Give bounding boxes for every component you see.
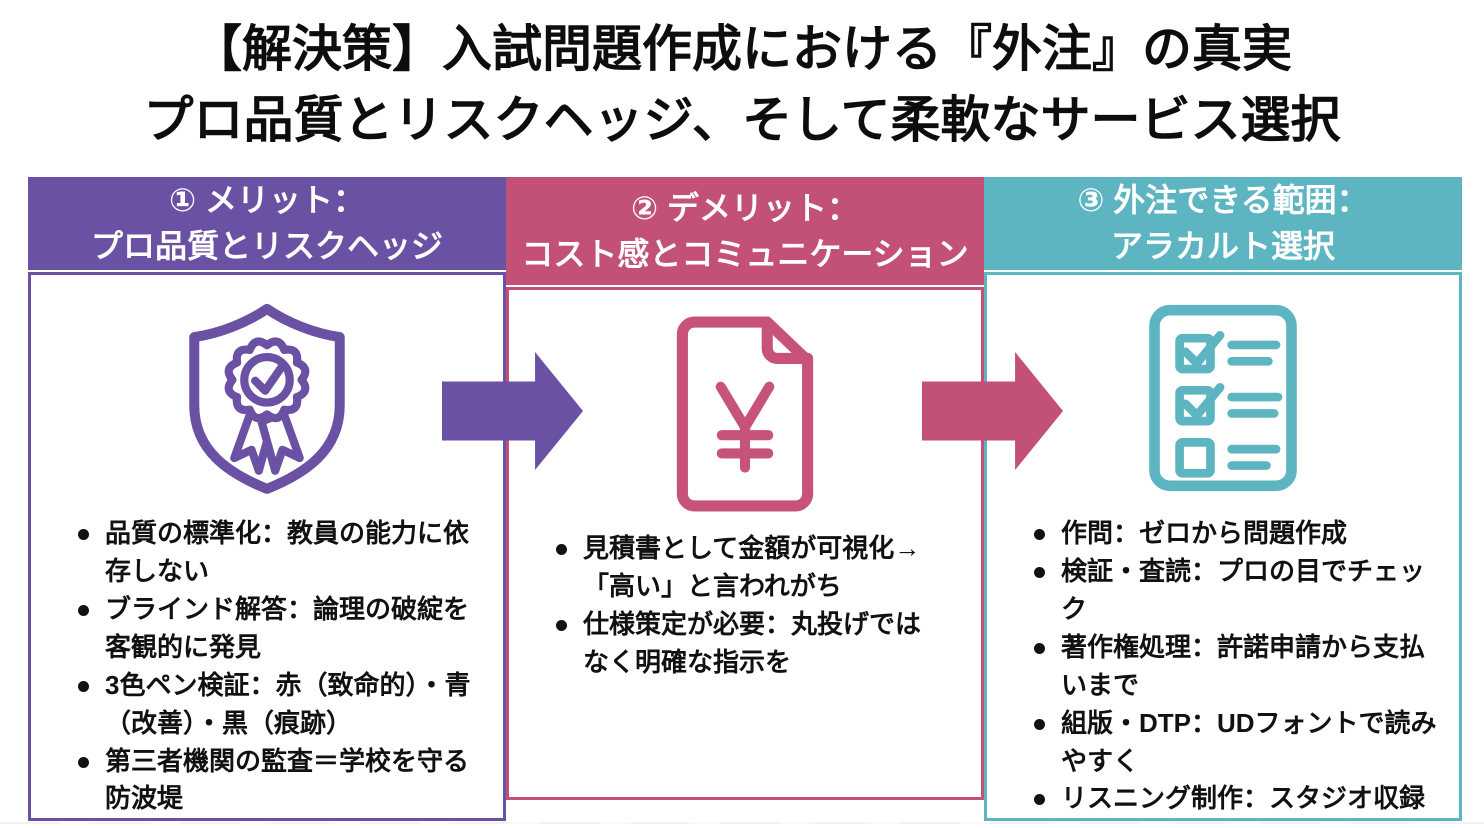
page-title-line1: 【解決策】入試問題作成における『外注』の真実 [192,21,1292,77]
panel-demerit: ② デメリット： コスト感とコミュニケーション [506,177,984,800]
yen-document-icon [509,310,981,516]
bullet-item: 著作権処理：許諾申請から支払 いまで [1031,629,1447,705]
panel-merit-body: 品質の標準化：教員の能力に依 存しないブラインド解答：論理の破綻を 客観的に発見… [28,271,506,822]
demerit-bullet-list: 見積書として金額が可視化→ 「高い」と言われがち仕様策定が必要：丸投げでは なく… [553,530,969,682]
panel-scope-body: 作問：ゼロから問題作成検証・査読：プロの目でチェック著作権処理：許諾申請から支払… [984,271,1462,822]
bullet-item: 見積書として金額が可視化→ 「高い」と言われがち [553,530,969,606]
panel-demerit-body: 見積書として金額が可視化→ 「高い」と言われがち仕様策定が必要：丸投げでは なく… [506,287,984,800]
panel-demerit-header: ② デメリット： コスト感とコミュニケーション [506,177,984,285]
panel-merit: ① メリット： プロ品質とリスクヘッジ 品質の標準化：教員の能 [28,177,506,822]
scope-bullet-list: 作問：ゼロから問題作成検証・査読：プロの目でチェック著作権処理：許諾申請から支払… [1031,515,1447,819]
bullet-item: 仕様策定が必要：丸投げでは なく明確な指示を [553,606,969,682]
shield-award-icon [31,295,503,501]
bullet-item: ブラインド解答：論理の破綻を 客観的に発見 [75,591,491,667]
bullet-item: 作問：ゼロから問題作成 [1031,515,1447,553]
bullet-item: 3色ペン検証：赤（致命的）・青 （改善）・黒（痕跡） [75,667,491,743]
checklist-icon [987,295,1459,501]
panel-merit-header: ① メリット： プロ品質とリスクヘッジ [28,177,506,270]
bullet-item: 第三者機関の監査＝学校を守る 防波堤 [75,743,491,819]
panel-scope: ③ 外注できる範囲： アラカルト選択 [984,177,1462,822]
bullet-item: 検証・査読：プロの目でチェック [1031,553,1447,629]
merit-bullet-list: 品質の標準化：教員の能力に依 存しないブラインド解答：論理の破綻を 客観的に発見… [75,515,491,819]
page-title: 【解決策】入試問題作成における『外注』の真実 プロ品質とリスクヘッジ、そして柔軟… [0,0,1484,156]
three-column-board: ① メリット： プロ品質とリスクヘッジ 品質の標準化：教員の能 [28,177,1462,822]
bullet-item: 品質の標準化：教員の能力に依 存しない [75,515,491,591]
panel-scope-header: ③ 外注できる範囲： アラカルト選択 [984,177,1462,270]
bullet-item: 組版・DTP：UDフォントで読み やすく [1031,705,1447,781]
bullet-item: リスニング制作：スタジオ収録 [1031,780,1447,818]
bottom-baseline-decoration [0,822,1484,824]
page-title-line2: プロ品質とリスクヘッジ、そして柔軟なサービス選択 [143,92,1341,148]
